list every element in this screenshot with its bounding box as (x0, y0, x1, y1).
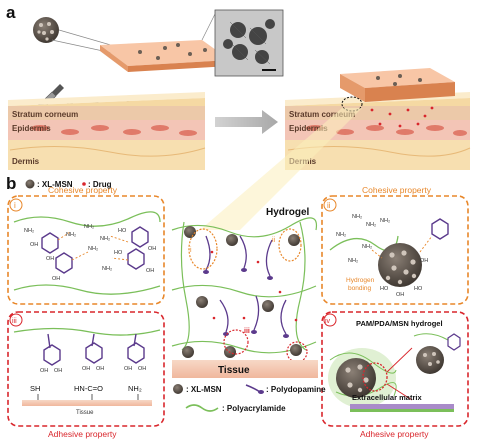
svg-text:NH₂: NH₂ (352, 214, 362, 220)
svg-text:OH: OH (124, 366, 132, 372)
skin-block-left: Stratum corneum Epidermis Dermis (8, 92, 206, 170)
box-iv-msn-small (416, 346, 444, 374)
center-msn-particles (182, 226, 302, 358)
left-stratum-label: Stratum corneum (12, 110, 78, 119)
svg-text:OH: OH (420, 258, 428, 264)
svg-text:OH: OH (52, 276, 60, 282)
legend-msn-label: : XL-MSN (37, 180, 73, 189)
svg-text:OH: OH (40, 368, 48, 374)
svg-text:OH: OH (46, 256, 54, 262)
top-legend: : XL-MSN : Drug (25, 179, 112, 189)
svg-text:NH₂: NH₂ (366, 222, 376, 228)
svg-text:NH₂: NH₂ (380, 218, 390, 224)
center-legend-pam: : Polyacrylamide (222, 404, 286, 413)
center-legend: : XL-MSN : Polydopamine : Polyacrylamide (173, 384, 326, 413)
box-ii-title: Cohesive property (362, 185, 432, 195)
box-ii-roman: ii (327, 201, 331, 210)
box-iv-roman: iv (325, 318, 331, 325)
svg-text:OH: OH (96, 366, 104, 372)
marker-i: i (190, 247, 192, 254)
panel-b-letter: b (6, 174, 16, 193)
svg-text:OH: OH (54, 368, 62, 374)
svg-text:NH₂: NH₂ (66, 232, 76, 238)
marker-ii: ii (272, 237, 276, 244)
box-iii-roman: iii (12, 318, 17, 325)
svg-text:HO: HO (114, 250, 123, 256)
nh2-group: NH₂ (128, 384, 142, 393)
right-epidermis-label: Epidermis (289, 124, 328, 133)
svg-text:NH₂: NH₂ (348, 258, 358, 264)
tem-micrograph (214, 9, 284, 77)
hydrogen-label: Hydrogen (346, 277, 375, 284)
box-i: Cohesive property i OH OH OH NH₂ NH₂ (7, 185, 165, 305)
svg-text:OH: OH (396, 292, 404, 298)
hydrogel-title: Hydrogel (266, 207, 310, 218)
box-i-title: Cohesive property (48, 185, 118, 195)
panel-a: a (6, 3, 471, 230)
box-iv-title: Adhesive property (360, 429, 429, 439)
extracellular-matrix-label: Extracellular matrix (352, 393, 422, 402)
box-ii-group-labels: NH₂ NH₂ NH₂ NH₂ NH₂ NH₂ HO OH OH HO (336, 214, 428, 298)
svg-text:HO: HO (414, 286, 423, 292)
svg-text:NH₂: NH₂ (362, 244, 372, 250)
marker-iii: iii (244, 328, 250, 335)
left-epidermis-label: Epidermis (12, 124, 51, 133)
left-dermis-label: Dermis (12, 157, 40, 166)
box-iv: Adhesive property iv PAM/PDA/MSN hydroge… (321, 311, 469, 439)
svg-text:HO: HO (380, 286, 389, 292)
box-i-group-labels: OH OH OH NH₂ NH₂ NH₂ NH₂ HO HO NH₂ NH₂ O… (24, 224, 156, 282)
svg-text:OH: OH (30, 242, 38, 248)
svg-text:OH: OH (146, 268, 154, 274)
box-i-roman: i (14, 201, 16, 210)
svg-text:NH₂: NH₂ (88, 246, 98, 252)
svg-text:NH₂: NH₂ (102, 266, 112, 272)
box-iii-title: Adhesive property (48, 429, 117, 439)
center-tissue-band (172, 360, 318, 378)
box-iii: Adhesive property iii OH OH OH OH OH OH … (7, 311, 165, 439)
zoom-beam (200, 108, 362, 230)
bonding-label: bonding (348, 285, 372, 292)
transition-arrow (215, 110, 278, 134)
panel-a-letter: a (6, 3, 16, 22)
box-iv-msn-large (336, 358, 376, 398)
box-ii-msn-particle (378, 243, 422, 287)
hydrogel-patch (100, 13, 281, 75)
center-legend-pda: : Polydopamine (266, 385, 326, 394)
svg-text:OH: OH (82, 366, 90, 372)
box-iv-heading: PAM/PDA/MSN hydrogel (356, 319, 443, 328)
svg-text:NH₂: NH₂ (100, 236, 110, 242)
svg-text:NH₂: NH₂ (84, 224, 94, 230)
box-ii: Cohesive property ii NH₂ NH₂ (321, 185, 469, 305)
panel-b: b : XL-MSN : Drug Cohesive property i (6, 174, 469, 439)
svg-text:OH: OH (138, 366, 146, 372)
svg-text:OH: OH (148, 246, 156, 252)
svg-text:NH₂: NH₂ (336, 232, 346, 238)
right-stratum-label: Stratum corneum (289, 110, 355, 119)
center-legend-msn: : XL-MSN (186, 385, 222, 394)
box-iii-group-labels: OH OH OH OH OH OH (40, 366, 146, 374)
svg-text:HO: HO (118, 228, 127, 234)
center-tissue-label: Tissue (218, 365, 250, 376)
box-iii-tissue-label: Tissue (76, 410, 94, 416)
center-hydrogel-network: Hydrogel (171, 207, 318, 378)
zoom-circle (341, 96, 363, 112)
svg-text:NH₂: NH₂ (24, 228, 34, 234)
sh-group: SH (30, 384, 40, 393)
legend-drug-label: : Drug (88, 180, 112, 189)
amide-group: HN-C=O (74, 384, 103, 393)
